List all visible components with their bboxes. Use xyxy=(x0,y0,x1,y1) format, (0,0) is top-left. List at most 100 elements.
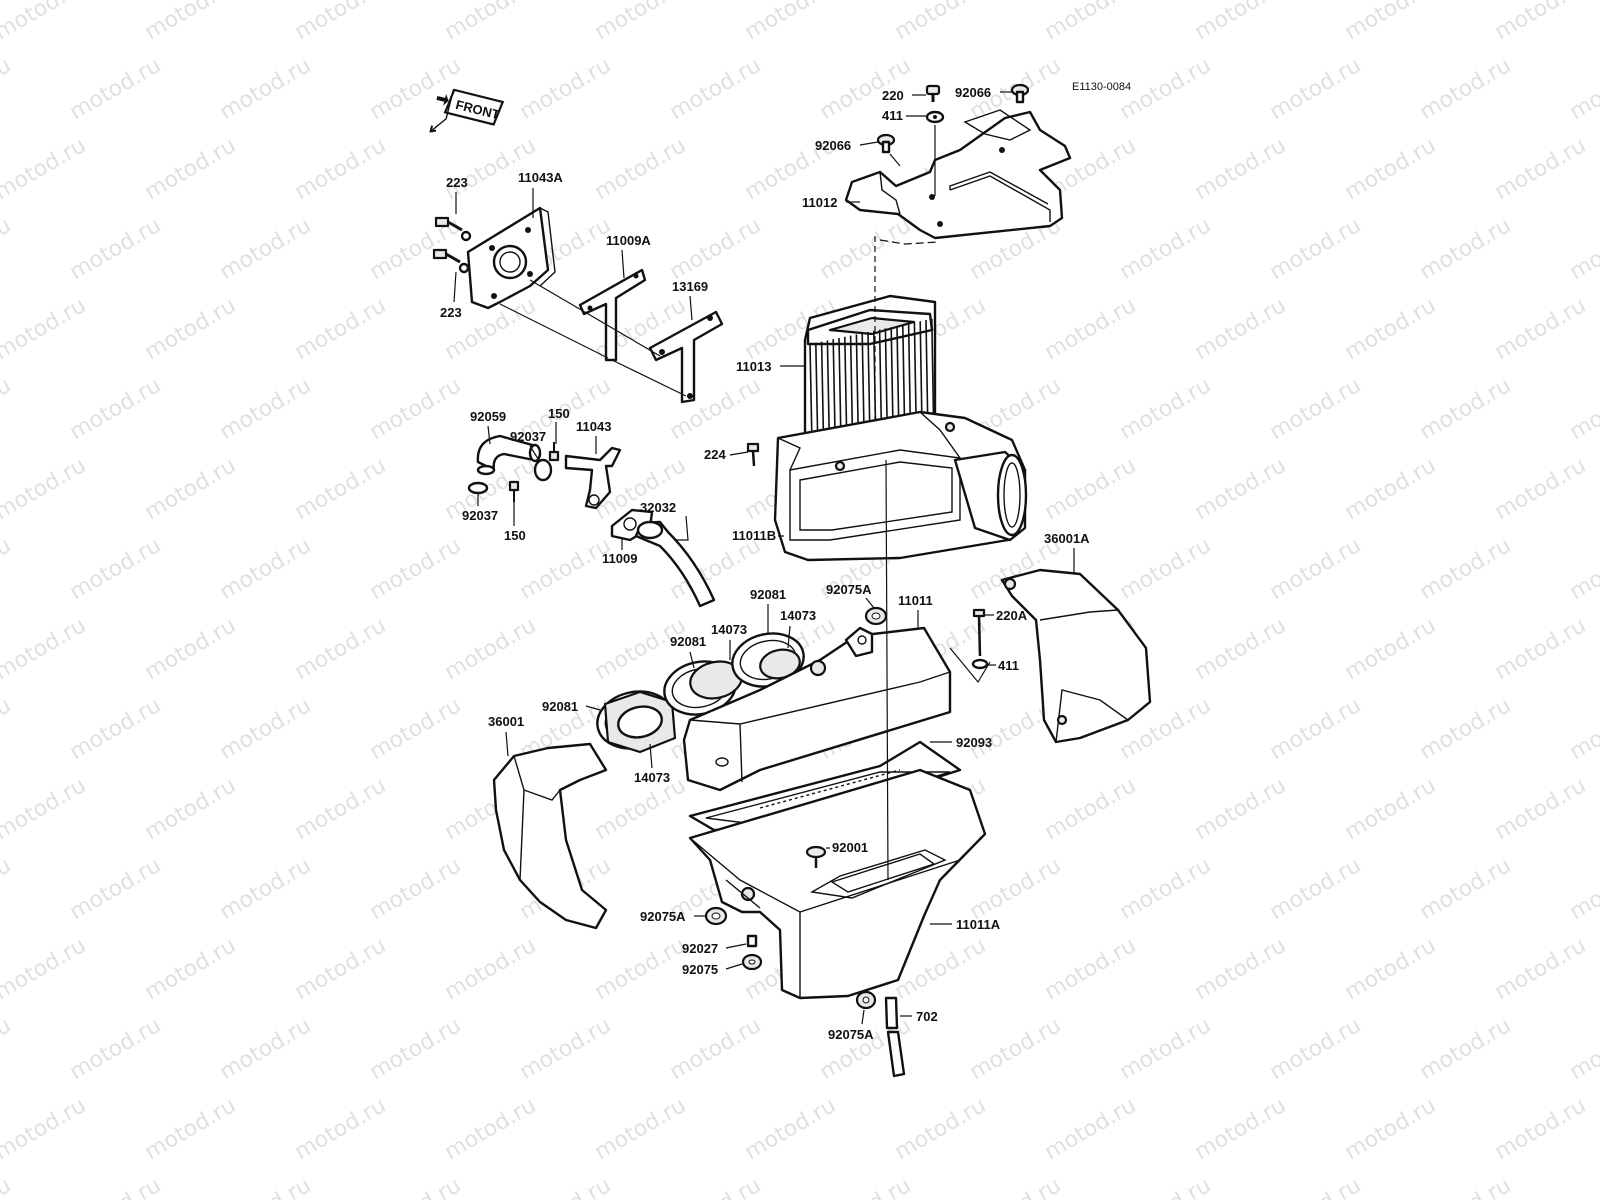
watermark-text: motod.ru xyxy=(1266,533,1366,605)
watermark-text: motod.ru xyxy=(1341,453,1441,525)
watermark-text: motod.ru xyxy=(891,0,991,45)
watermark-text: motod.ru xyxy=(0,613,90,685)
watermark-text: motod.ru xyxy=(0,213,15,285)
watermark-text: motod.ru xyxy=(1116,373,1216,445)
air-filter-element-11013 xyxy=(803,294,937,454)
oring-92037-upper xyxy=(533,458,553,482)
watermark-text: motod.ru xyxy=(1266,53,1366,125)
watermark-text: motod.ru xyxy=(1041,293,1141,365)
watermark-text: motod.ru xyxy=(291,453,391,525)
watermark-text: motod.ru xyxy=(291,933,391,1005)
label-14073-upper-right: 14073 xyxy=(780,608,816,623)
front-direction-arrow: FRONT xyxy=(429,88,505,133)
watermark-text: motod.ru xyxy=(1566,53,1600,125)
watermark-text: motod.ru xyxy=(1191,293,1291,365)
watermark-text: motod.ru xyxy=(1566,533,1600,605)
watermark-text: motod.ru xyxy=(516,533,616,605)
watermark-text: motod.ru xyxy=(1041,773,1141,845)
watermark-text: motod.ru xyxy=(441,933,541,1005)
screw-92001 xyxy=(805,845,827,868)
watermark-text: motod.ru xyxy=(141,613,241,685)
watermark-text: motod.ru xyxy=(1341,933,1441,1005)
watermark-text: motod.ru xyxy=(516,53,616,125)
bolt-220A xyxy=(972,608,986,657)
watermark-text: motod.ru xyxy=(1191,613,1291,685)
watermark-text: motod.ru xyxy=(0,1173,15,1200)
watermark-text: motod.ru xyxy=(1416,1173,1516,1200)
watermark-text: motod.ru xyxy=(1266,693,1366,765)
watermark-text: motod.ru xyxy=(1491,0,1591,45)
watermark-text: motod.ru xyxy=(666,1173,766,1200)
filter-pleat xyxy=(815,342,819,445)
air-cleaner-lower-case-11011A xyxy=(688,768,987,1000)
filter-pleat xyxy=(809,343,813,446)
side-cover-36001A xyxy=(1000,568,1152,744)
watermark-text: motod.ru xyxy=(1341,773,1441,845)
watermark-text: motod.ru xyxy=(141,293,241,365)
watermark-text: motod.ru xyxy=(216,533,316,605)
watermark-text: motod.ru xyxy=(1116,213,1216,285)
side-cover-36001 xyxy=(492,742,608,930)
watermark-text: motod.ru xyxy=(1341,0,1441,45)
air-cleaner-cover-11011B xyxy=(773,410,1028,562)
label-92081-left: 92081 xyxy=(542,699,578,714)
label-223-lower: 223 xyxy=(440,305,462,320)
watermark-text: motod.ru xyxy=(66,853,166,925)
screw-224 xyxy=(746,442,760,467)
label-92075A-left: 92075A xyxy=(640,909,686,924)
watermark-text: motod.ru xyxy=(216,53,316,125)
watermark-text: motod.ru xyxy=(1416,53,1516,125)
watermark-text: motod.ru xyxy=(666,213,766,285)
watermark-text: motod.ru xyxy=(816,1173,916,1200)
watermark-text: motod.ru xyxy=(1416,533,1516,605)
label-13169: 13169 xyxy=(672,279,708,294)
label-11009A: 11009A xyxy=(606,233,651,248)
watermark-text: motod.ru xyxy=(141,453,241,525)
watermark-text: motod.ru xyxy=(66,213,166,285)
plate-11043A xyxy=(466,206,556,310)
label-36001: 36001 xyxy=(488,714,524,729)
watermark-text: motod.ru xyxy=(1191,773,1291,845)
watermark-text: motod.ru xyxy=(216,373,316,445)
label-11043A: 11043A xyxy=(518,170,563,185)
bracket-11012 xyxy=(844,109,1072,240)
watermark-text: motod.ru xyxy=(1341,1093,1441,1165)
label-11011: 11011 xyxy=(898,593,933,608)
watermark-text: motod.ru xyxy=(0,933,90,1005)
watermark-text: motod.ru xyxy=(1416,853,1516,925)
watermark-text: motod.ru xyxy=(1191,0,1291,45)
label-11013: 11013 xyxy=(736,359,771,374)
watermark-text: motod.ru xyxy=(216,853,316,925)
watermark-text: motod.ru xyxy=(966,1013,1066,1085)
label-11043: 11043 xyxy=(576,419,611,434)
bracket-11009A xyxy=(578,268,647,362)
watermark-text: motod.ru xyxy=(66,533,166,605)
watermark-text: motod.ru xyxy=(1491,453,1591,525)
watermark-text: motod.ru xyxy=(1341,293,1441,365)
label-11012: 11012 xyxy=(802,195,837,210)
watermark-text: motod.ru xyxy=(441,1093,541,1165)
label-14073-lower: 14073 xyxy=(634,770,670,785)
watermark-text: motod.ru xyxy=(1566,213,1600,285)
watermark-text: motod.ru xyxy=(1491,933,1591,1005)
watermark-text: motod.ru xyxy=(816,213,916,285)
bracket-13169 xyxy=(648,310,724,404)
watermark-text: motod.ru xyxy=(741,1093,841,1165)
watermark-text: motod.ru xyxy=(291,0,391,45)
watermark-text: motod.ru xyxy=(591,1093,691,1165)
label-220: 220 xyxy=(882,88,904,103)
watermark-text: motod.ru xyxy=(1566,1013,1600,1085)
label-92075A-upper: 92075A xyxy=(826,582,872,597)
watermark-text: motod.ru xyxy=(366,1173,466,1200)
grommet-92075A-upper xyxy=(864,606,888,626)
watermark-text: motod.ru xyxy=(66,1013,166,1085)
watermark-text: motod.ru xyxy=(516,1013,616,1085)
label-92066-top: 92066 xyxy=(955,85,991,100)
watermark-text: motod.ru xyxy=(216,1013,316,1085)
label-92066-left: 92066 xyxy=(815,138,851,153)
watermark-text: motod.ru xyxy=(291,293,391,365)
pipe-bracket-11043 xyxy=(564,446,622,510)
watermark-text: motod.ru xyxy=(1341,613,1441,685)
label-92027: 92027 xyxy=(682,941,718,956)
watermark-text: motod.ru xyxy=(291,1093,391,1165)
